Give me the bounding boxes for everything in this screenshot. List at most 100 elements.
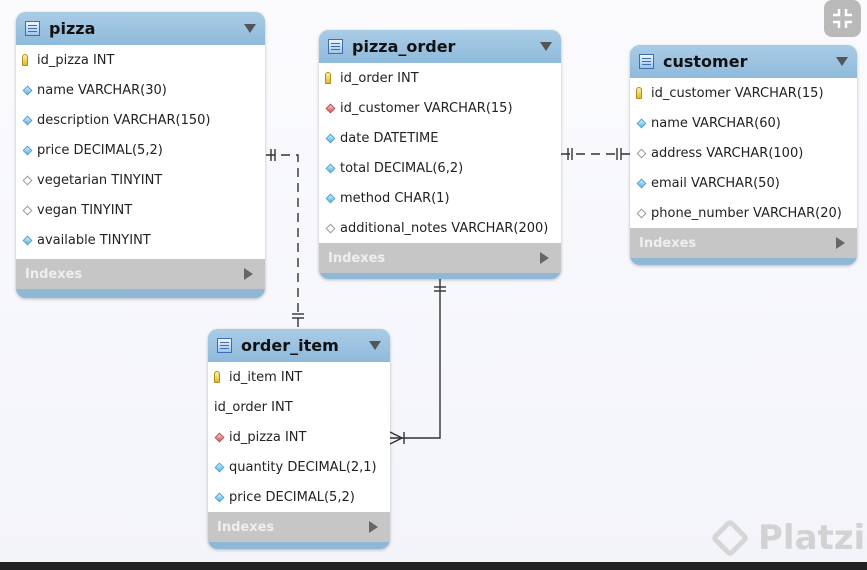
column-label: vegetarian TINYINT — [37, 172, 163, 188]
column-row[interactable]: email VARCHAR(50) — [630, 168, 857, 198]
not-null-column-icon — [22, 145, 34, 155]
collapse-caret-icon[interactable] — [369, 341, 381, 350]
column-row[interactable]: vegetarian TINYINT — [16, 165, 265, 195]
exit-fullscreen-button[interactable] — [824, 0, 861, 37]
table-order-item[interactable]: order_item id_item INT id_order INT id_piz… — [208, 329, 390, 549]
column-label: vegan TINYINT — [37, 202, 133, 218]
not-null-column-icon — [325, 133, 337, 143]
table-customer[interactable]: customer id_customer VARCHAR(15) name VAR… — [630, 45, 857, 265]
column-label: additional_notes VARCHAR(200) — [340, 220, 549, 236]
table-title: pizza — [49, 19, 96, 38]
table-icon — [328, 39, 343, 54]
column-row[interactable]: description VARCHAR(150) — [16, 105, 265, 135]
not-null-column-icon — [636, 178, 648, 188]
column-row[interactable]: name VARCHAR(60) — [630, 108, 857, 138]
not-null-column-icon — [22, 85, 34, 95]
column-row[interactable]: id_order INT — [319, 63, 561, 93]
column-row[interactable]: address VARCHAR(100) — [630, 138, 857, 168]
column-label: phone_number VARCHAR(20) — [651, 205, 842, 221]
indexes-label: Indexes — [217, 519, 275, 535]
table-icon — [639, 54, 654, 69]
indexes-section[interactable]: Indexes — [208, 512, 390, 542]
collapse-caret-icon[interactable] — [540, 42, 552, 51]
table-title: order_item — [241, 336, 339, 355]
column-row[interactable]: additional_notes VARCHAR(200) — [319, 213, 561, 243]
foreign-key-icon — [325, 103, 337, 113]
bottom-bar — [0, 562, 867, 570]
column-row[interactable]: id_item INT — [208, 362, 390, 392]
column-row[interactable]: total DECIMAL(6,2) — [319, 153, 561, 183]
indexes-label: Indexes — [639, 235, 697, 251]
table-pizza-order[interactable]: pizza_order id_order INT id_customer VARC… — [319, 30, 561, 279]
platzi-logo-icon — [710, 518, 750, 558]
indexes-section[interactable]: Indexes — [319, 243, 561, 273]
not-null-column-icon — [22, 115, 34, 125]
column-label: price DECIMAL(5,2) — [229, 489, 355, 505]
column-row[interactable]: id_order INT — [208, 392, 390, 422]
table-pizza[interactable]: pizza id_pizza INT name VARCHAR(30) descri… — [16, 12, 265, 298]
table-icon — [25, 21, 40, 36]
expand-arrow-icon[interactable] — [836, 237, 845, 249]
table-header[interactable]: customer — [630, 45, 857, 78]
primary-key-icon — [636, 87, 648, 99]
indexes-label: Indexes — [25, 266, 83, 282]
column-label: quantity DECIMAL(2,1) — [229, 459, 377, 475]
table-header[interactable]: pizza_order — [319, 30, 561, 63]
collapse-caret-icon[interactable] — [244, 24, 256, 33]
column-row[interactable]: phone_number VARCHAR(20) — [630, 198, 857, 228]
expand-arrow-icon[interactable] — [540, 252, 549, 264]
primary-key-icon — [214, 371, 226, 383]
relationship-pizza-order-item — [266, 154, 299, 329]
column-label: id_item INT — [229, 369, 303, 385]
primary-key-icon — [325, 72, 337, 84]
column-row[interactable]: available TINYINT — [16, 225, 265, 255]
not-null-column-icon — [214, 462, 226, 472]
column-row[interactable]: id_pizza INT — [208, 422, 390, 452]
indexes-section[interactable]: Indexes — [16, 259, 265, 289]
table-title: customer — [663, 52, 748, 71]
column-row[interactable]: quantity DECIMAL(2,1) — [208, 452, 390, 482]
table-icon — [217, 338, 232, 353]
many-marker — [389, 431, 404, 445]
column-row[interactable]: id_customer VARCHAR(15) — [319, 93, 561, 123]
column-row[interactable]: vegan TINYINT — [16, 195, 265, 225]
column-label: id_order INT — [340, 70, 419, 86]
table-header[interactable]: pizza — [16, 12, 265, 45]
expand-arrow-icon[interactable] — [369, 521, 378, 533]
indexes-label: Indexes — [328, 250, 386, 266]
column-row[interactable]: id_customer VARCHAR(15) — [630, 78, 857, 108]
column-row[interactable]: date DATETIME — [319, 123, 561, 153]
collapse-caret-icon[interactable] — [836, 57, 848, 66]
column-label: name VARCHAR(30) — [37, 82, 167, 98]
column-label: name VARCHAR(60) — [651, 115, 781, 131]
column-row[interactable]: id_pizza INT — [16, 45, 265, 75]
nullable-column-icon — [636, 208, 648, 218]
foreign-key-icon — [214, 432, 226, 442]
column-row[interactable]: method CHAR(1) — [319, 183, 561, 213]
column-label: price DECIMAL(5,2) — [37, 142, 163, 158]
column-row[interactable]: price DECIMAL(5,2) — [16, 135, 265, 165]
column-list: id_customer VARCHAR(15) name VARCHAR(60) a… — [630, 78, 857, 228]
column-list: id_item INT id_order INT id_pizza INT quant… — [208, 362, 390, 512]
platzi-watermark: Platzi — [710, 518, 866, 558]
column-label: address VARCHAR(100) — [651, 145, 804, 161]
table-header[interactable]: order_item — [208, 329, 390, 362]
watermark-text: Platzi — [758, 518, 866, 558]
column-label: id_order INT — [214, 399, 293, 415]
indexes-section[interactable]: Indexes — [630, 228, 857, 258]
column-label: date DATETIME — [340, 130, 439, 146]
nullable-column-icon — [22, 175, 34, 185]
column-row[interactable]: price DECIMAL(5,2) — [208, 482, 390, 512]
not-null-column-icon — [636, 118, 648, 128]
column-label: email VARCHAR(50) — [651, 175, 780, 191]
not-null-column-icon — [325, 193, 337, 203]
not-null-column-icon — [325, 163, 337, 173]
expand-arrow-icon[interactable] — [244, 268, 253, 280]
primary-key-icon — [22, 54, 34, 66]
column-label: method CHAR(1) — [340, 190, 450, 206]
column-row[interactable]: name VARCHAR(30) — [16, 75, 265, 105]
column-label: description VARCHAR(150) — [37, 112, 211, 128]
not-null-column-icon — [214, 492, 226, 502]
